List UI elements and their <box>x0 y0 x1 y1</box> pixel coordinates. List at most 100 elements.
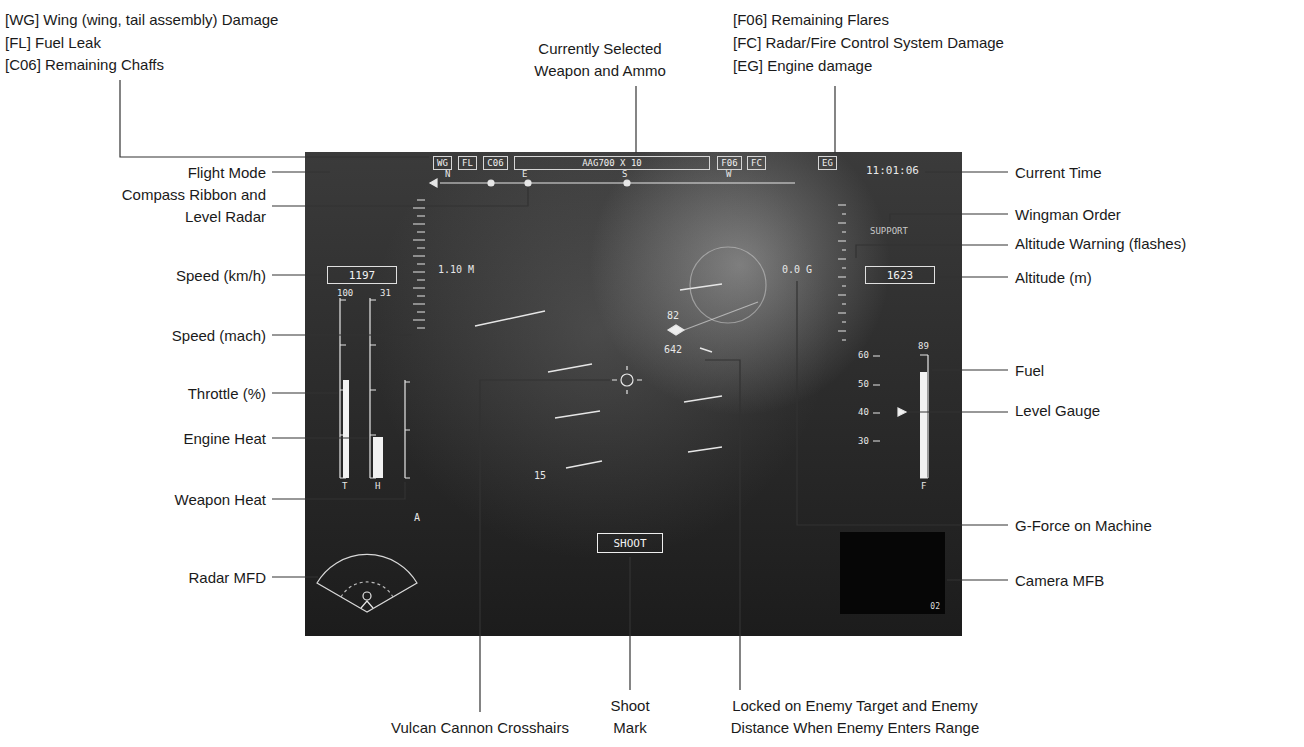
fuel-bar <box>920 372 927 478</box>
leader-line <box>925 171 1008 172</box>
hud-readout: 82 <box>667 310 679 322</box>
callout-label: [EG] Engine damage <box>733 55 872 77</box>
damage-indicator: FL <box>458 156 477 170</box>
callout-label: G-Force on Machine <box>1015 515 1152 537</box>
leader-line <box>272 392 338 393</box>
hud-readout: 89 <box>918 341 929 351</box>
indicator-text: C06 <box>487 157 503 169</box>
hud-readout: N <box>445 169 450 179</box>
countermeasure-counter: C06 <box>483 156 508 170</box>
leader-line <box>272 576 318 577</box>
leader-line <box>272 274 325 275</box>
radar-range-ring <box>341 582 393 597</box>
leader-line <box>272 437 368 438</box>
leader-line <box>890 214 1008 222</box>
hud-readout: 11:01:06 <box>866 165 919 178</box>
hud-readout: 100 <box>337 288 353 298</box>
altitude-tape <box>838 205 846 340</box>
cannon-crosshair <box>621 374 633 386</box>
hud-screen: 11:01:06NESW1.10 M10031TH8264215SUPPORT0… <box>305 152 962 636</box>
hud-glow <box>305 152 962 636</box>
hud-readout: 50 <box>858 379 869 389</box>
radar-blip <box>525 180 531 186</box>
damage-indicator: EG <box>818 156 837 170</box>
engine-heat-bar <box>373 437 383 478</box>
callout-label: Locked on Enemy Target and Enemy Distanc… <box>720 695 990 739</box>
leader-line <box>272 187 528 206</box>
indicator-text: AAG700 X 10 <box>582 157 642 169</box>
callout-label: Radar MFD <box>188 567 266 589</box>
cannon-crosshair <box>612 366 642 394</box>
damage-indicator: FC <box>747 156 766 170</box>
target-line <box>684 302 758 330</box>
fuel-scale <box>920 355 928 478</box>
callout-label: Wingman Order <box>1015 204 1121 226</box>
leader-line <box>856 245 1008 258</box>
leader-line <box>120 80 429 157</box>
hud-readout: S <box>622 169 627 179</box>
camera-mfd: 02 <box>840 532 945 614</box>
leader-line <box>908 411 1008 412</box>
callout-label: Throttle (%) <box>188 383 266 405</box>
shoot-mark: SHOOT <box>597 533 663 553</box>
leader-line <box>705 360 740 690</box>
indicator-text: EG <box>822 157 833 169</box>
leader-line <box>635 86 636 153</box>
leader-line <box>834 86 835 153</box>
hud-readout: 642 <box>664 344 682 356</box>
hud-background <box>305 152 962 636</box>
radar-blip <box>488 180 494 186</box>
leader-line <box>272 482 405 499</box>
radar-blip <box>624 180 630 186</box>
callout-label: [F06] Remaining Flares <box>733 9 889 31</box>
hud-readout: H <box>375 481 380 491</box>
callout-label: Speed (km/h) <box>176 265 266 287</box>
hud-readout: SUPPORT <box>870 226 908 236</box>
callout-label: Vulcan Cannon Crosshairs <box>391 717 569 739</box>
callout-label: [FL] Fuel Leak <box>5 32 101 54</box>
indicator-text: 1197 <box>349 269 376 282</box>
hud-glow <box>305 152 962 636</box>
target-lock-marker <box>668 325 684 335</box>
speed-tape <box>413 200 425 328</box>
leader-line <box>947 579 1008 580</box>
indicator-text: WG <box>437 157 448 169</box>
leader-line <box>629 557 630 690</box>
fuel-ticks <box>873 356 880 441</box>
hud-readout: W <box>726 169 731 179</box>
hud-readout: 15 <box>534 470 546 482</box>
damage-indicator: WG <box>433 156 452 170</box>
callout-label: Current Time <box>1015 162 1102 184</box>
callout-label: Altitude (m) <box>1015 267 1092 289</box>
callout-label: Weapon Heat <box>175 489 266 511</box>
leader-line <box>938 276 1008 277</box>
callout-label: Altitude Warning (flashes) <box>1015 233 1186 255</box>
radar-contact <box>363 592 371 600</box>
hud-readout: 0.0 G <box>782 264 812 276</box>
leader-line <box>797 281 1008 525</box>
leader-line <box>272 171 330 172</box>
indicator-text: SHOOT <box>613 537 646 550</box>
player-aircraft-symbol <box>361 601 373 608</box>
callout-label: [FC] Radar/Fire Control System Damage <box>733 32 1004 54</box>
hud-readout: 40 <box>858 407 869 417</box>
hud-readout: E <box>522 169 527 179</box>
speed-readout: 1197 <box>327 266 397 284</box>
indicator-text: F06 <box>721 157 737 169</box>
hud-readout: 60 <box>858 350 869 360</box>
compass-arrow <box>430 179 437 187</box>
leader-line <box>272 334 412 335</box>
countermeasure-counter: F06 <box>717 156 742 170</box>
callout-label: Shoot Mark <box>600 695 660 739</box>
altitude-readout: 1623 <box>865 266 935 284</box>
callout-label: Currently Selected Weapon and Ammo <box>525 38 675 82</box>
callout-label: Camera MFB <box>1015 570 1104 592</box>
pitch-ladder <box>475 284 722 468</box>
callout-label: Engine Heat <box>183 428 266 450</box>
leader-line <box>932 369 1008 370</box>
callout-label: Fuel <box>1015 360 1044 382</box>
callout-label: [C06] Remaining Chaffs <box>5 54 164 76</box>
hud-readout: 31 <box>380 288 391 298</box>
